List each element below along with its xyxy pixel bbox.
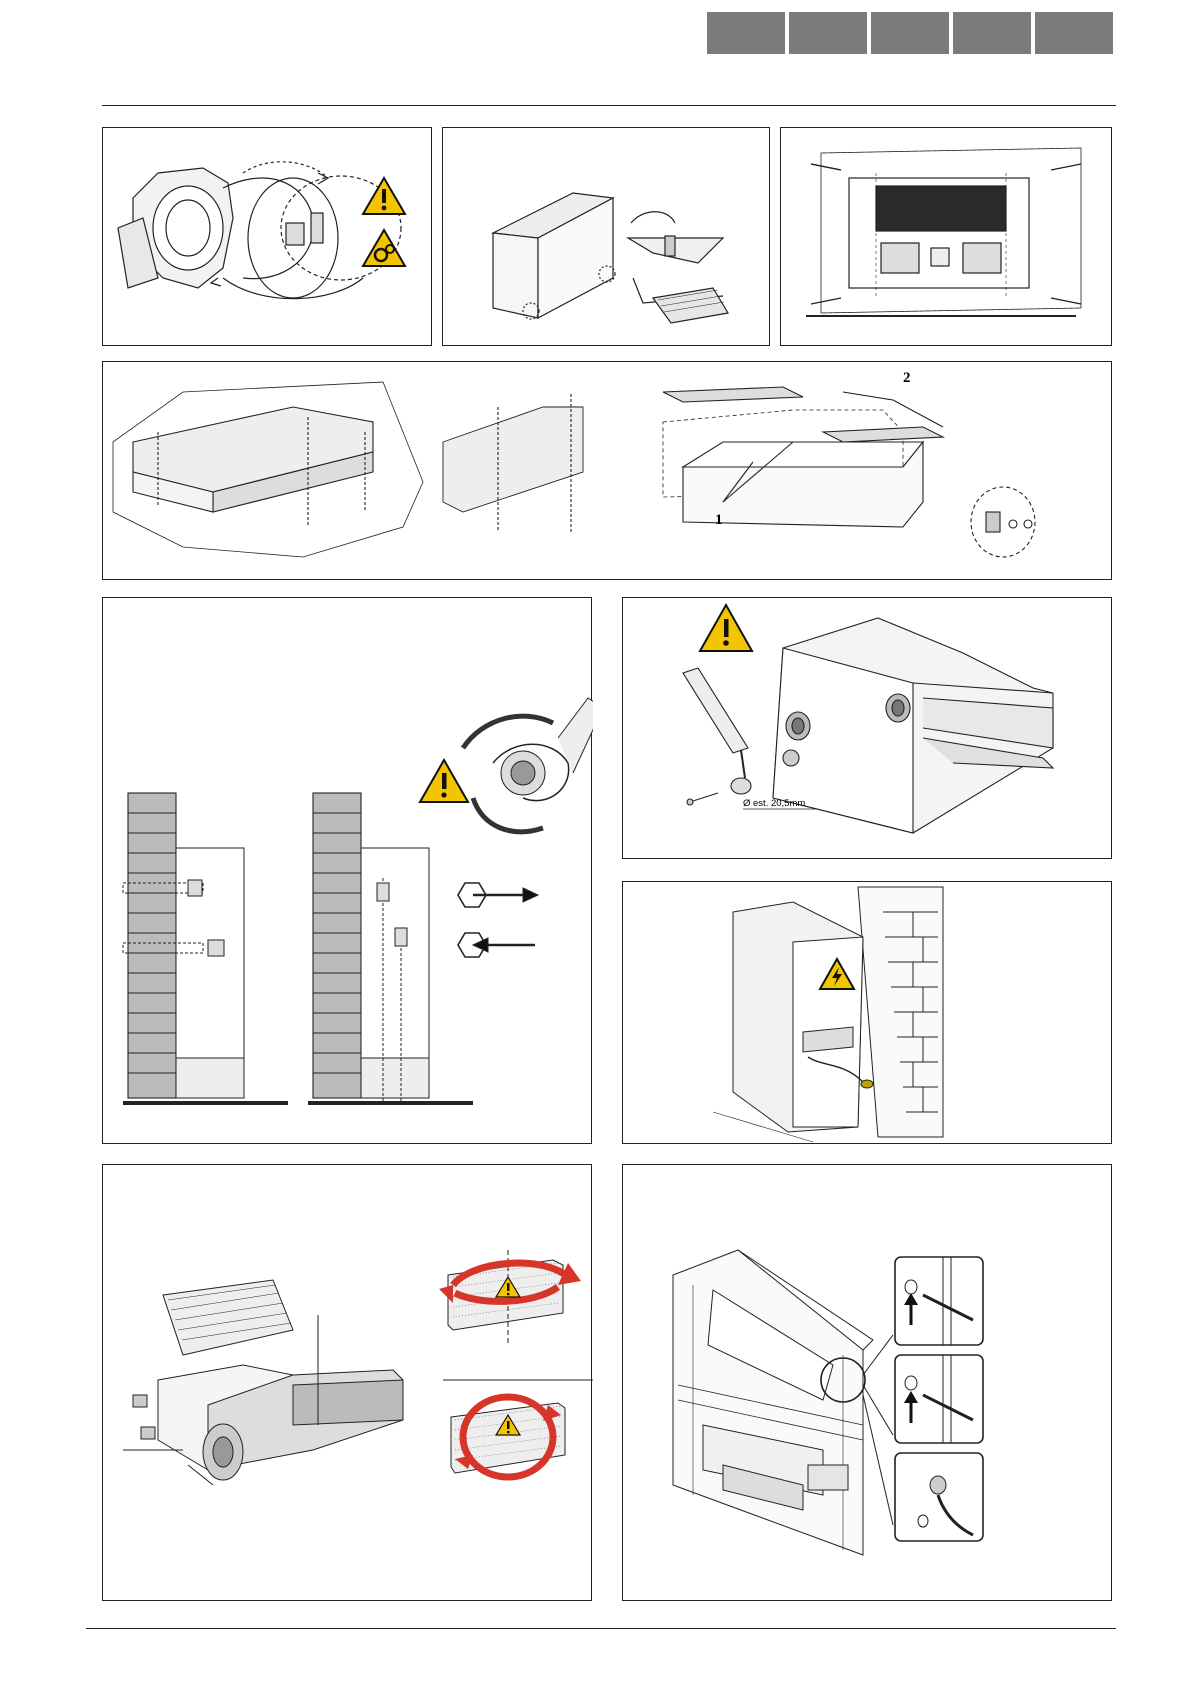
panel-knockout-removal: Ø est. 20,5mm <box>622 597 1112 859</box>
header-tab-3 <box>871 12 949 54</box>
panel-wall-fixing <box>780 127 1112 346</box>
panel-fan-housing <box>102 127 432 346</box>
callout-1: 1 <box>715 512 723 528</box>
panel-electrical-connection <box>622 881 1112 1144</box>
warning-triangle-icon <box>361 176 407 216</box>
panel-cable-entry <box>622 1164 1112 1601</box>
footer-rule <box>86 1628 1116 1629</box>
header-tab-4 <box>953 12 1031 54</box>
rotating-parts-hazard-icon <box>361 228 407 268</box>
detail-box-2 <box>895 1355 983 1443</box>
diameter-label: Ø est. 20,5mm <box>743 798 805 809</box>
header-tab-2 <box>789 12 867 54</box>
header-tab-5 <box>1035 12 1113 54</box>
detail-box-3 <box>895 1453 983 1541</box>
panel-hydraulic-connections <box>102 597 592 1144</box>
warning-triangle-icon <box>418 758 470 804</box>
detail-box-1 <box>895 1257 983 1345</box>
header-tab-1 <box>707 12 785 54</box>
header-rule <box>102 105 1116 106</box>
panel-filter-orientation <box>102 1164 592 1601</box>
warning-triangle-icon <box>698 603 754 653</box>
callout-2: 2 <box>903 370 911 386</box>
panel-cabinet-filter <box>442 127 770 346</box>
electric-shock-hazard-icon <box>818 957 856 991</box>
panel-ceiling-mounting: 2 1 <box>102 361 1112 580</box>
